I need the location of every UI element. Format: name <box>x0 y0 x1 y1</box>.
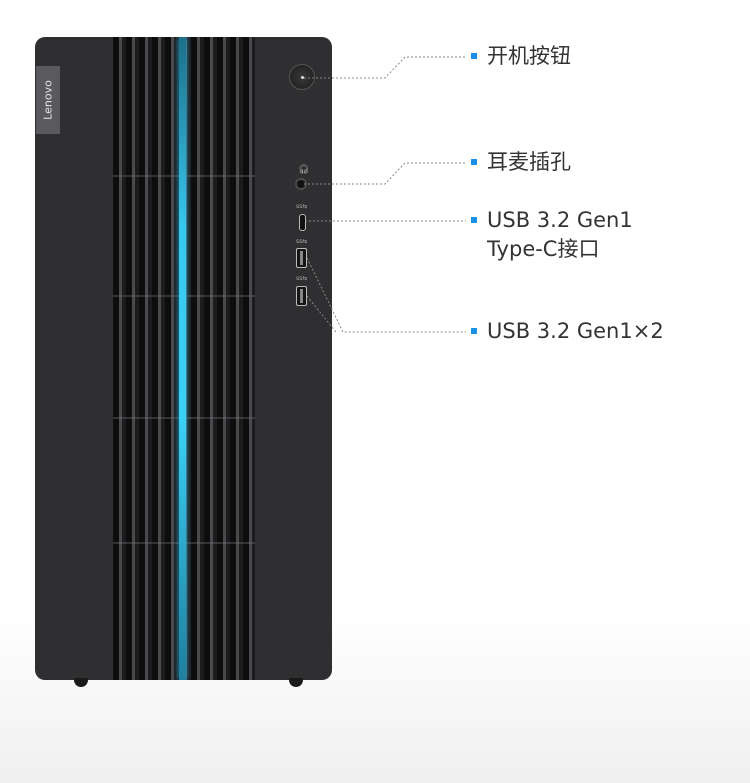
usb-a-port <box>296 286 307 306</box>
foot <box>74 678 88 687</box>
headphone-icon: 🎧︎ <box>298 165 310 175</box>
power-button <box>289 64 315 90</box>
callout-usb-c: USB 3.2 Gen1 Type-C接口 <box>471 206 633 264</box>
callout-usb-a: USB 3.2 Gen1×2 <box>471 317 664 346</box>
callout-label: USB 3.2 Gen1×2 <box>487 319 664 343</box>
usb-ss-icon: ss⇆ <box>296 203 308 210</box>
usb-c-port <box>299 214 306 231</box>
bullet-icon <box>471 217 477 223</box>
callout-headphone: 耳麦插孔 <box>471 148 571 177</box>
lenovo-logo: Lenovo <box>36 66 60 134</box>
bullet-icon <box>471 159 477 165</box>
callout-label-line2: Type-C接口 <box>487 237 600 261</box>
bullet-icon <box>471 328 477 334</box>
bullet-icon <box>471 53 477 59</box>
usb-ss-icon: ss⇆ <box>296 238 308 245</box>
callout-label: 耳麦插孔 <box>487 150 571 174</box>
desktop-tower: Lenovo <box>35 37 332 680</box>
rgb-light-strip <box>179 37 186 680</box>
callout-label: USB 3.2 Gen1 <box>487 208 633 232</box>
foot <box>289 678 303 687</box>
callout-label: 开机按钮 <box>487 44 571 68</box>
usb-a-port <box>296 248 307 268</box>
usb-ss-icon: ss⇆ <box>296 275 308 282</box>
callout-power: 开机按钮 <box>471 42 571 71</box>
